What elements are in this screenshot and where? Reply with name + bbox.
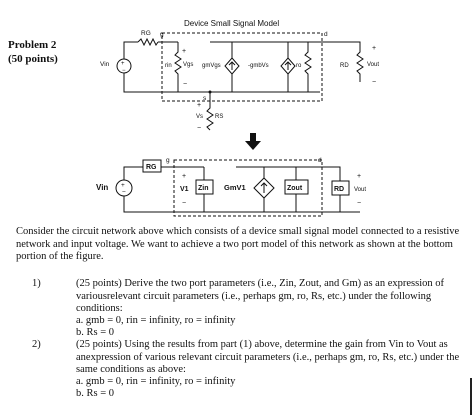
svg-text:−: −	[122, 189, 126, 196]
svg-text:RS: RS	[215, 114, 223, 120]
svg-text:−: −	[357, 200, 361, 207]
svg-text:+: +	[182, 48, 186, 55]
question-1-sub-a: a. gmb = 0, rin = infinity, ro = infinit…	[76, 315, 236, 326]
twoport-boundary	[173, 159, 323, 217]
diagram-title: Device Small Signal Model	[184, 19, 279, 28]
svg-text:RG: RG	[141, 30, 151, 37]
vin-label: Vin	[100, 61, 110, 68]
svg-text:Vout: Vout	[367, 62, 379, 68]
svg-text:-gmbVs: -gmbVs	[248, 63, 269, 69]
svg-text:+: +	[121, 61, 125, 67]
svg-text:g: g	[160, 31, 164, 38]
svg-text:+: +	[372, 45, 376, 52]
svg-text:Vgs: Vgs	[183, 62, 193, 68]
svg-text:Zout: Zout	[287, 185, 303, 192]
ro-resistor	[304, 42, 312, 92]
problem-description: Consider the circuit network above which…	[16, 226, 460, 262]
svg-text:Vin: Vin	[96, 183, 108, 192]
svg-text:Zin: Zin	[198, 185, 209, 192]
question-1-number: 1)	[32, 278, 41, 289]
question-2-number: 2)	[32, 339, 41, 350]
rin-resistor	[174, 42, 182, 92]
svg-text:Vs: Vs	[196, 114, 203, 120]
svg-text:Vout: Vout	[354, 187, 366, 193]
question-1-sub-b: b. Rs = 0	[76, 327, 115, 338]
svg-text:d: d	[318, 157, 322, 164]
svg-text:d: d	[324, 31, 328, 38]
svg-text:g: g	[166, 157, 170, 164]
svg-text:+: +	[197, 102, 201, 109]
svg-text:+: +	[357, 173, 361, 180]
svg-text:+: +	[121, 182, 125, 189]
svg-text:GmV1: GmV1	[224, 183, 246, 192]
rg-resistor	[137, 37, 159, 47]
rs-resistor	[206, 92, 214, 131]
svg-text:gmVgs: gmVgs	[202, 63, 221, 69]
svg-text:−: −	[122, 68, 126, 74]
question-2-sub-b: b. Rs = 0	[76, 388, 115, 399]
svg-text:s: s	[203, 95, 207, 102]
rg-block	[142, 159, 162, 173]
question-1-text: (25 points) Derive the two port paramete…	[76, 278, 444, 314]
down-arrow-icon	[250, 133, 256, 141]
svg-text:rin: rin	[165, 63, 172, 69]
svg-text:V1: V1	[180, 186, 189, 193]
svg-text:ro: ro	[296, 63, 302, 69]
svg-text:−: −	[372, 79, 376, 86]
problem-heading: Problem 2 (50 points)	[8, 38, 58, 66]
device-boundary	[161, 32, 323, 102]
question-2-sub-a: a. gmb = 0, rin = infinity, ro = infinit…	[76, 376, 236, 387]
scrollbar-edge	[470, 378, 472, 415]
svg-text:+: +	[182, 173, 186, 180]
rd-resistor	[320, 41, 364, 82]
svg-text:RD: RD	[340, 63, 349, 69]
circuit-diagram: Device Small Signal Model + − Vin RG g r…	[96, 19, 379, 217]
question-2-text: (25 points) Using the results from part …	[76, 339, 460, 375]
svg-text:−: −	[183, 81, 187, 88]
svg-text:RG: RG	[146, 164, 157, 171]
svg-text:−: −	[182, 200, 186, 207]
problem-points: (50 points)	[8, 53, 58, 65]
problem-title: Problem 2	[8, 39, 57, 51]
svg-text:−: −	[197, 125, 201, 132]
svg-text:RD: RD	[334, 186, 344, 193]
